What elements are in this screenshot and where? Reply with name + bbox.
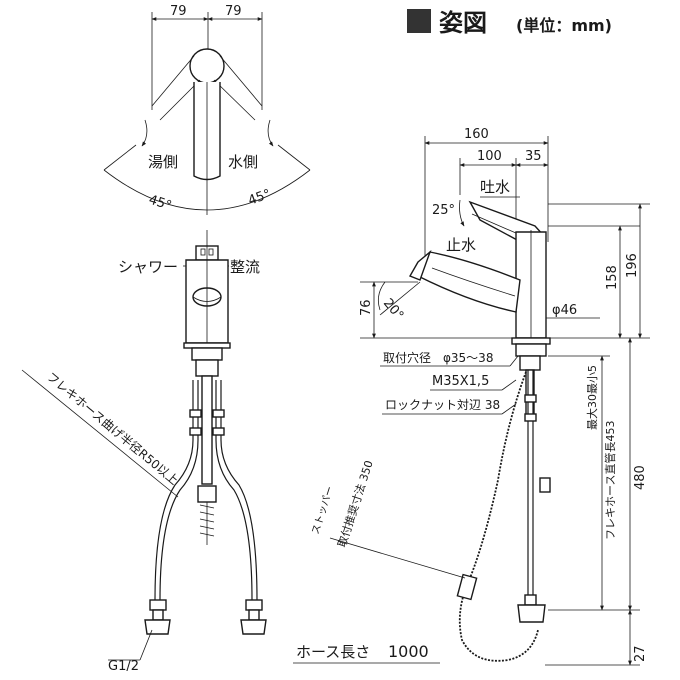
side-hose-length-label: ホース長さ (296, 643, 370, 661)
top-angle-left: 45° (147, 193, 174, 214)
title-unit: (単位：mm) (516, 16, 612, 35)
side-angle-20: 20° (380, 296, 406, 323)
side-dim-196: 196 (625, 253, 640, 278)
side-dim-480: 480 (633, 465, 648, 490)
side-stopper-label: ストッパー (309, 485, 336, 536)
title-square-icon (407, 9, 431, 33)
side-dim-160: 160 (464, 127, 489, 142)
side-dia-46: φ46 (552, 303, 577, 318)
top-view: 79 79 湯側 水側 45° 45° (103, 4, 311, 215)
top-angle-right: 45° (246, 187, 273, 209)
side-stop-label: 止水 (446, 236, 476, 254)
top-dim-left: 79 (170, 4, 187, 19)
side-locknut-label: ロックナット対辺 38 (385, 398, 500, 412)
top-dim-right: 79 (225, 4, 242, 19)
side-dim-27: 27 (633, 645, 648, 662)
side-angle-25: 25° (432, 203, 455, 218)
side-max-thickness: 最大30最小5 (585, 365, 599, 430)
side-hole-label: 取付穴径 φ35～38 (383, 350, 493, 365)
side-stopper-dim: 取付推奨寸法 350 (335, 459, 376, 549)
front-thread-label: G1/2 (108, 659, 139, 674)
front-hose-bend-label: フレキホース曲げ半径R50以上 (44, 370, 181, 488)
side-dim-158: 158 (605, 265, 620, 290)
front-view: シャワー 整流 (21, 230, 267, 674)
side-flex-length: フレキホース直管長453 (603, 421, 617, 540)
side-view: 160 100 35 吐水 25° 止水 20° 76 φ46 (293, 127, 650, 666)
title-main: 姿図 (439, 9, 487, 37)
top-cold-label: 水側 (228, 153, 258, 171)
side-dim-100: 100 (477, 149, 502, 164)
side-dim-76: 76 (359, 299, 374, 316)
top-hot-label: 湯側 (148, 153, 178, 171)
side-hose-length-value: 1000 (388, 642, 429, 661)
side-dim-35: 35 (525, 149, 542, 164)
title-block: 姿図 (単位：mm) (407, 9, 612, 37)
side-spout-label: 吐水 (480, 178, 510, 196)
side-thread-label: M35X1,5 (432, 374, 489, 389)
front-straight-label: 整流 (230, 258, 260, 276)
front-shower-label: シャワー (118, 258, 178, 276)
